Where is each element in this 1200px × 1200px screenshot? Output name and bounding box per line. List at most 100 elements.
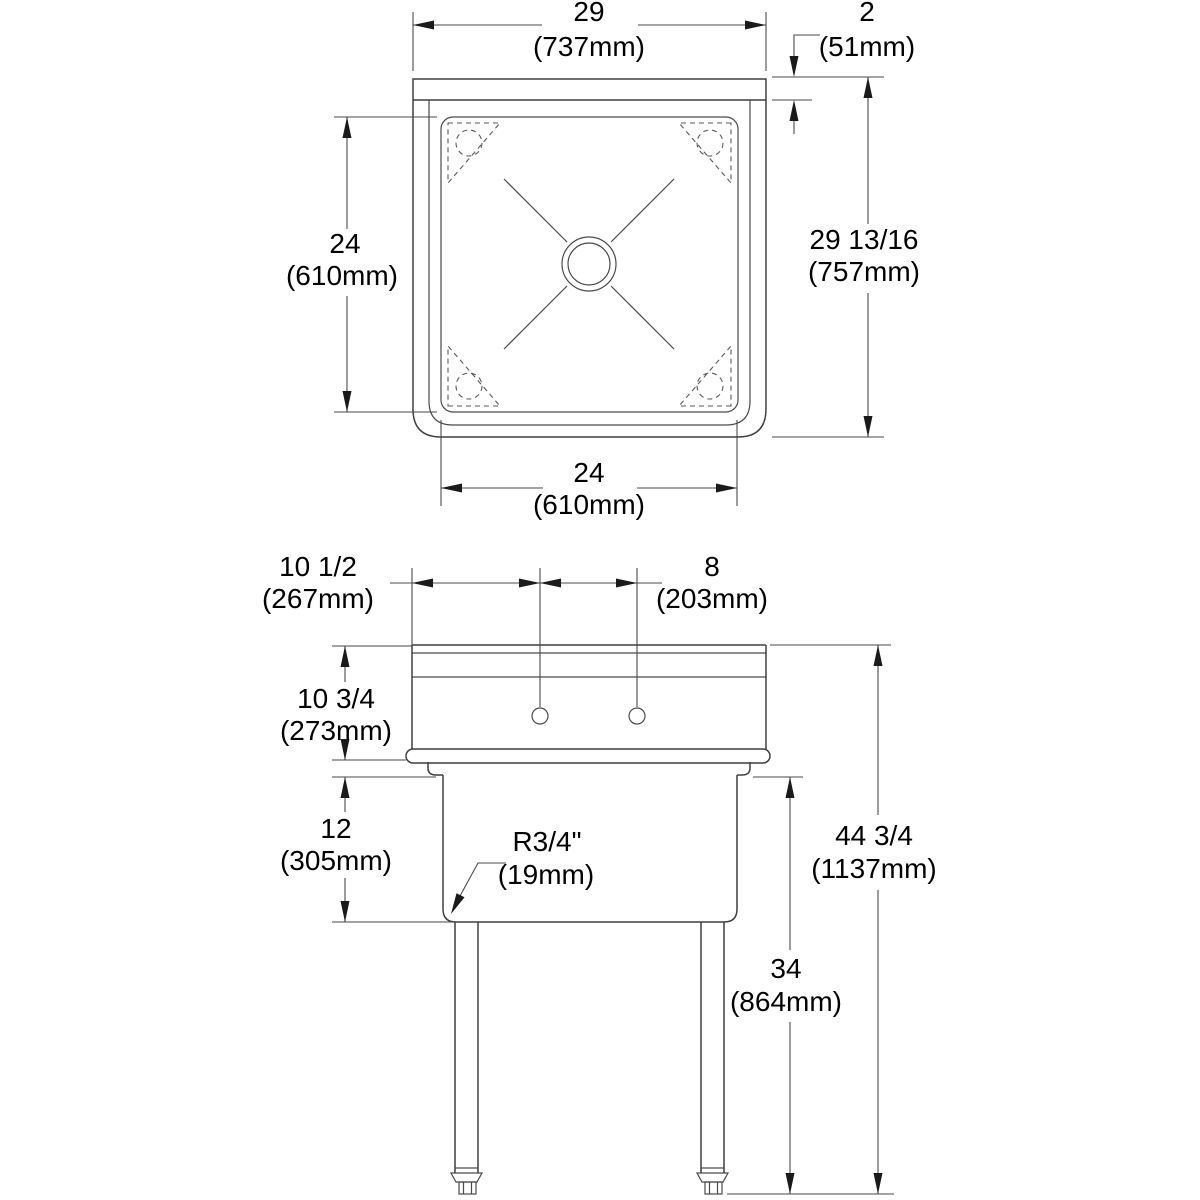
dim-overall-front-to-back: 29 13/16 (757mm)	[772, 77, 920, 438]
dim-text-imperial: 8	[704, 551, 720, 582]
arrowhead-right	[519, 578, 540, 588]
dim-text-metric: (757mm)	[808, 256, 920, 287]
dim-text-metric: (203mm)	[656, 583, 768, 614]
dim-faucet-hole-spacing: 8 (203mm)	[540, 551, 768, 614]
arrowhead-up	[863, 77, 873, 98]
dim-text-imperial: 44 3/4	[835, 820, 913, 851]
arrowhead-left	[441, 483, 462, 493]
dim-backsplash-thickness: 2 (51mm)	[772, 0, 915, 134]
arrowhead-right	[616, 578, 637, 588]
foot-bolt-lines-right	[708, 1182, 719, 1194]
drain-outer-circle	[561, 236, 617, 292]
arrowhead-left	[413, 20, 434, 30]
dim-text-metric: (610mm)	[533, 489, 645, 520]
dim-text-metric: (610mm)	[286, 260, 398, 291]
dim-text-imperial: 10 3/4	[297, 683, 375, 714]
dim-text-imperial: 24	[573, 457, 604, 488]
drain-cross-line	[503, 285, 568, 350]
dim-overall-width: 29 (737mm)	[412, 0, 767, 71]
dim-text-metric: (305mm)	[280, 845, 392, 876]
gusset-triangle-top-left	[447, 122, 502, 185]
gusset-hole-bottom-right	[696, 372, 724, 400]
bowl-left-step	[427, 762, 443, 776]
arrowhead-up	[789, 100, 799, 121]
drain-cross-line	[503, 178, 568, 243]
arrowhead-leader	[451, 893, 465, 914]
dim-bowl-depth: 12 (305mm)	[280, 776, 453, 923]
gusset-hole-bottom-left	[455, 372, 483, 400]
gusset-hole-top-left	[455, 129, 483, 157]
arrowhead-up	[340, 646, 350, 667]
foot-bolt-lines-left	[462, 1182, 473, 1194]
dim-floor-to-rim: 34 (864mm)	[730, 776, 842, 1194]
dim-text-metric: (737mm)	[533, 31, 645, 62]
dim-overall-height: 44 3/4 (1137mm)	[770, 644, 937, 1194]
drain-cross-line	[610, 285, 675, 350]
front-view: 10 1/2 (267mm) 8 (203mm) 10 3/4 (273mm)	[262, 551, 937, 1195]
arrowhead-down	[340, 901, 350, 922]
drain-cross-line	[610, 178, 675, 243]
leg-left	[454, 922, 479, 1173]
dim-text-imperial: 24	[329, 228, 360, 259]
adjustable-foot-left	[458, 1181, 477, 1195]
faucet-hole-left	[531, 707, 549, 725]
dim-backsplash-height: 10 3/4 (273mm)	[280, 645, 412, 761]
dim-text-imperial: 10 1/2	[279, 551, 357, 582]
dim-text-metric: (19mm)	[498, 859, 594, 890]
dim-faucet-hole-offset: 10 1/2 (267mm)	[262, 551, 540, 645]
dim-text-imperial: 2	[859, 0, 875, 27]
dim-text-metric: (1137mm)	[811, 853, 937, 884]
legs	[449, 922, 730, 1195]
bowl-outline	[442, 775, 738, 923]
adjustable-foot-right	[704, 1181, 723, 1195]
drain-inner-circle	[567, 242, 611, 286]
dim-bowl-width: 24 (610mm)	[440, 420, 738, 520]
bowl-front-profile	[427, 762, 751, 923]
bowl-top-outline	[440, 116, 739, 413]
bowl-right-step	[737, 762, 751, 776]
sink-top-outline	[412, 78, 767, 438]
leader-line	[459, 862, 506, 897]
arrowhead-up	[340, 777, 350, 798]
rim-bullnose	[405, 748, 771, 764]
corner-gussets	[447, 122, 732, 407]
dim-text-imperial: 34	[770, 953, 801, 984]
dim-text-imperial: 29	[573, 0, 604, 27]
sink-front-outline	[405, 568, 771, 764]
gusset-triangle-bottom-left	[447, 344, 502, 407]
gusset-hole-top-right	[696, 129, 724, 157]
arrowhead-up	[785, 777, 795, 798]
arrowhead-right	[745, 20, 766, 30]
arrowhead-left	[540, 578, 561, 588]
arrowhead-up	[873, 645, 883, 666]
arrowhead-down	[340, 739, 350, 760]
dim-text-imperial: 12	[320, 813, 351, 844]
foot-cap-left	[449, 1172, 484, 1183]
gusset-triangle-bottom-right	[677, 344, 732, 407]
arrowhead-down	[789, 56, 799, 77]
arrowhead-down	[342, 391, 352, 412]
dim-bowl-front-to-back: 24 (610mm)	[286, 116, 437, 413]
leader-corner-radius: R3/4" (19mm)	[451, 826, 594, 914]
arrowhead-right	[716, 483, 737, 493]
gusset-triangle-top-right	[677, 122, 732, 185]
arrowhead-down	[785, 1173, 795, 1194]
rim-inner-line	[428, 100, 751, 426]
dim-text-metric: (51mm)	[819, 31, 915, 62]
arrowhead-down	[863, 416, 873, 437]
arrowhead-left	[412, 578, 433, 588]
arrowhead-down	[873, 1173, 883, 1194]
drain	[503, 178, 675, 350]
dim-text-imperial: R3/4"	[512, 826, 581, 857]
leader-elbow	[793, 34, 820, 56]
foot-cap-right	[695, 1172, 730, 1183]
dim-text-metric: (273mm)	[280, 715, 392, 746]
dim-text-imperial: 29 13/16	[810, 224, 919, 255]
sink-outer-outline	[412, 78, 767, 438]
arrowhead-up	[342, 117, 352, 138]
dim-text-metric: (267mm)	[262, 583, 374, 614]
leg-right	[700, 922, 725, 1173]
dim-text-metric: (864mm)	[730, 986, 842, 1017]
top-view: 29 (737mm) 2 (51mm) 29 13/16 (757mm)	[286, 0, 920, 520]
